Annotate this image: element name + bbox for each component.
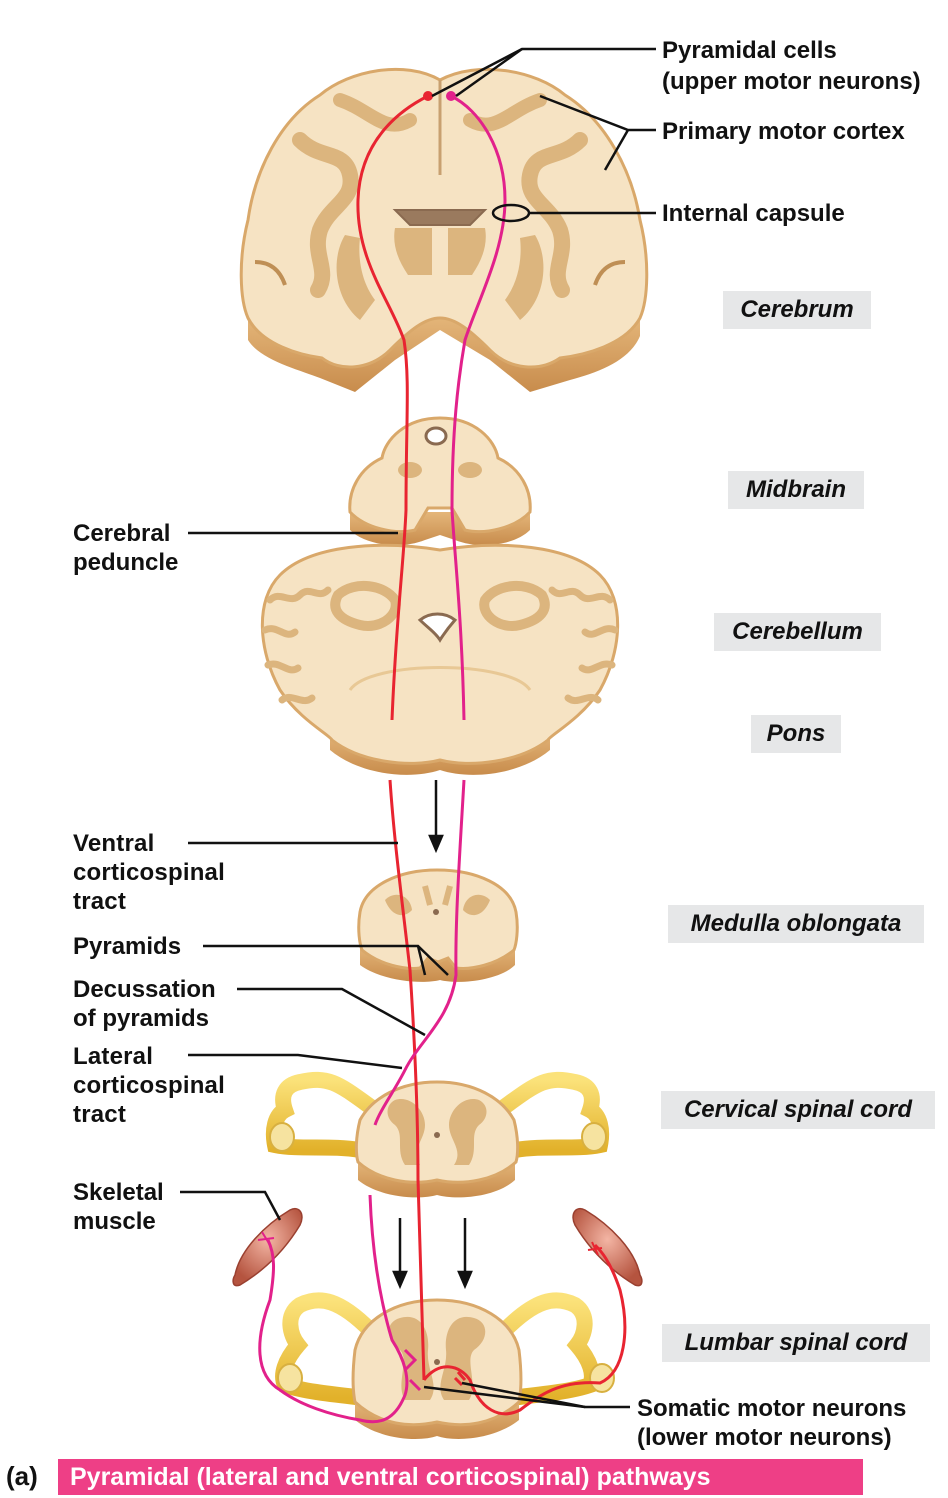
label-lateral: Lateral	[73, 1043, 154, 1070]
label-decussation: Decussation	[73, 976, 216, 1003]
label-lower-motor-neurons: (lower motor neurons)	[637, 1424, 892, 1451]
label-primary-motor-cortex: Primary motor cortex	[662, 118, 905, 145]
downward-arrows	[392, 780, 473, 1290]
cervical-cord-section	[265, 1071, 610, 1198]
label-cerebral: Cerebral	[73, 520, 171, 547]
neuromuscular-junction-left	[257, 1231, 275, 1246]
lower-motor-neuron-magenta	[403, 1348, 422, 1392]
cerebrum-section	[239, 67, 649, 392]
figure-caption: Pyramidal (lateral and ventral corticosp…	[58, 1459, 863, 1495]
midbrain-section	[348, 416, 532, 546]
label-ventral-tract: tract	[73, 888, 127, 915]
medulla-section	[357, 868, 519, 982]
label-muscle: muscle	[73, 1208, 156, 1235]
pyramidal-cell-red	[423, 91, 433, 101]
label-pyramids: Pyramids	[73, 933, 182, 960]
region-midbrain: Midbrain	[728, 471, 864, 509]
cerebellum-pons-section	[260, 543, 620, 775]
label-ventral-corticospinal: corticospinal	[73, 859, 225, 886]
figure-part-label: (a)	[6, 1461, 38, 1491]
leader-lines	[180, 47, 656, 1409]
medulla-outline	[357, 868, 519, 970]
label-upper-motor-neurons: (upper motor neurons)	[662, 68, 921, 95]
pyramidal-cell-magenta	[446, 91, 456, 101]
label-lateral-corticospinal: corticospinal	[73, 1072, 225, 1099]
label-somatic-motor-neurons: Somatic motor neurons	[637, 1395, 907, 1422]
label-skeletal: Skeletal	[73, 1179, 164, 1206]
neuromuscular-junction-right	[587, 1241, 603, 1256]
label-lateral-tract: tract	[73, 1101, 127, 1128]
region-medulla: Medulla oblongata	[668, 905, 924, 943]
region-cervical-cord: Cervical spinal cord	[661, 1091, 935, 1129]
region-cerebrum: Cerebrum	[723, 291, 871, 329]
midbrain-outline	[348, 416, 532, 534]
skeletal-muscle-right	[572, 1208, 643, 1287]
magenta-tract	[258, 94, 507, 1424]
label-peduncle: peduncle	[73, 549, 179, 576]
red-tract	[356, 94, 627, 1416]
cerebellum-outline	[260, 543, 620, 765]
region-pons: Pons	[751, 715, 841, 753]
label-ventral: Ventral	[73, 830, 155, 857]
skeletal-muscle-left	[232, 1208, 303, 1287]
label-internal-capsule: Internal capsule	[662, 200, 845, 227]
label-pyramidal-cells: Pyramidal cells	[662, 37, 837, 64]
lumbar-cord-section	[275, 1292, 615, 1439]
lower-motor-neuron-red	[453, 1371, 467, 1387]
region-lumbar-cord: Lumbar spinal cord	[662, 1324, 930, 1362]
region-cerebellum: Cerebellum	[714, 613, 881, 651]
label-of-pyramids: of pyramids	[73, 1005, 210, 1032]
